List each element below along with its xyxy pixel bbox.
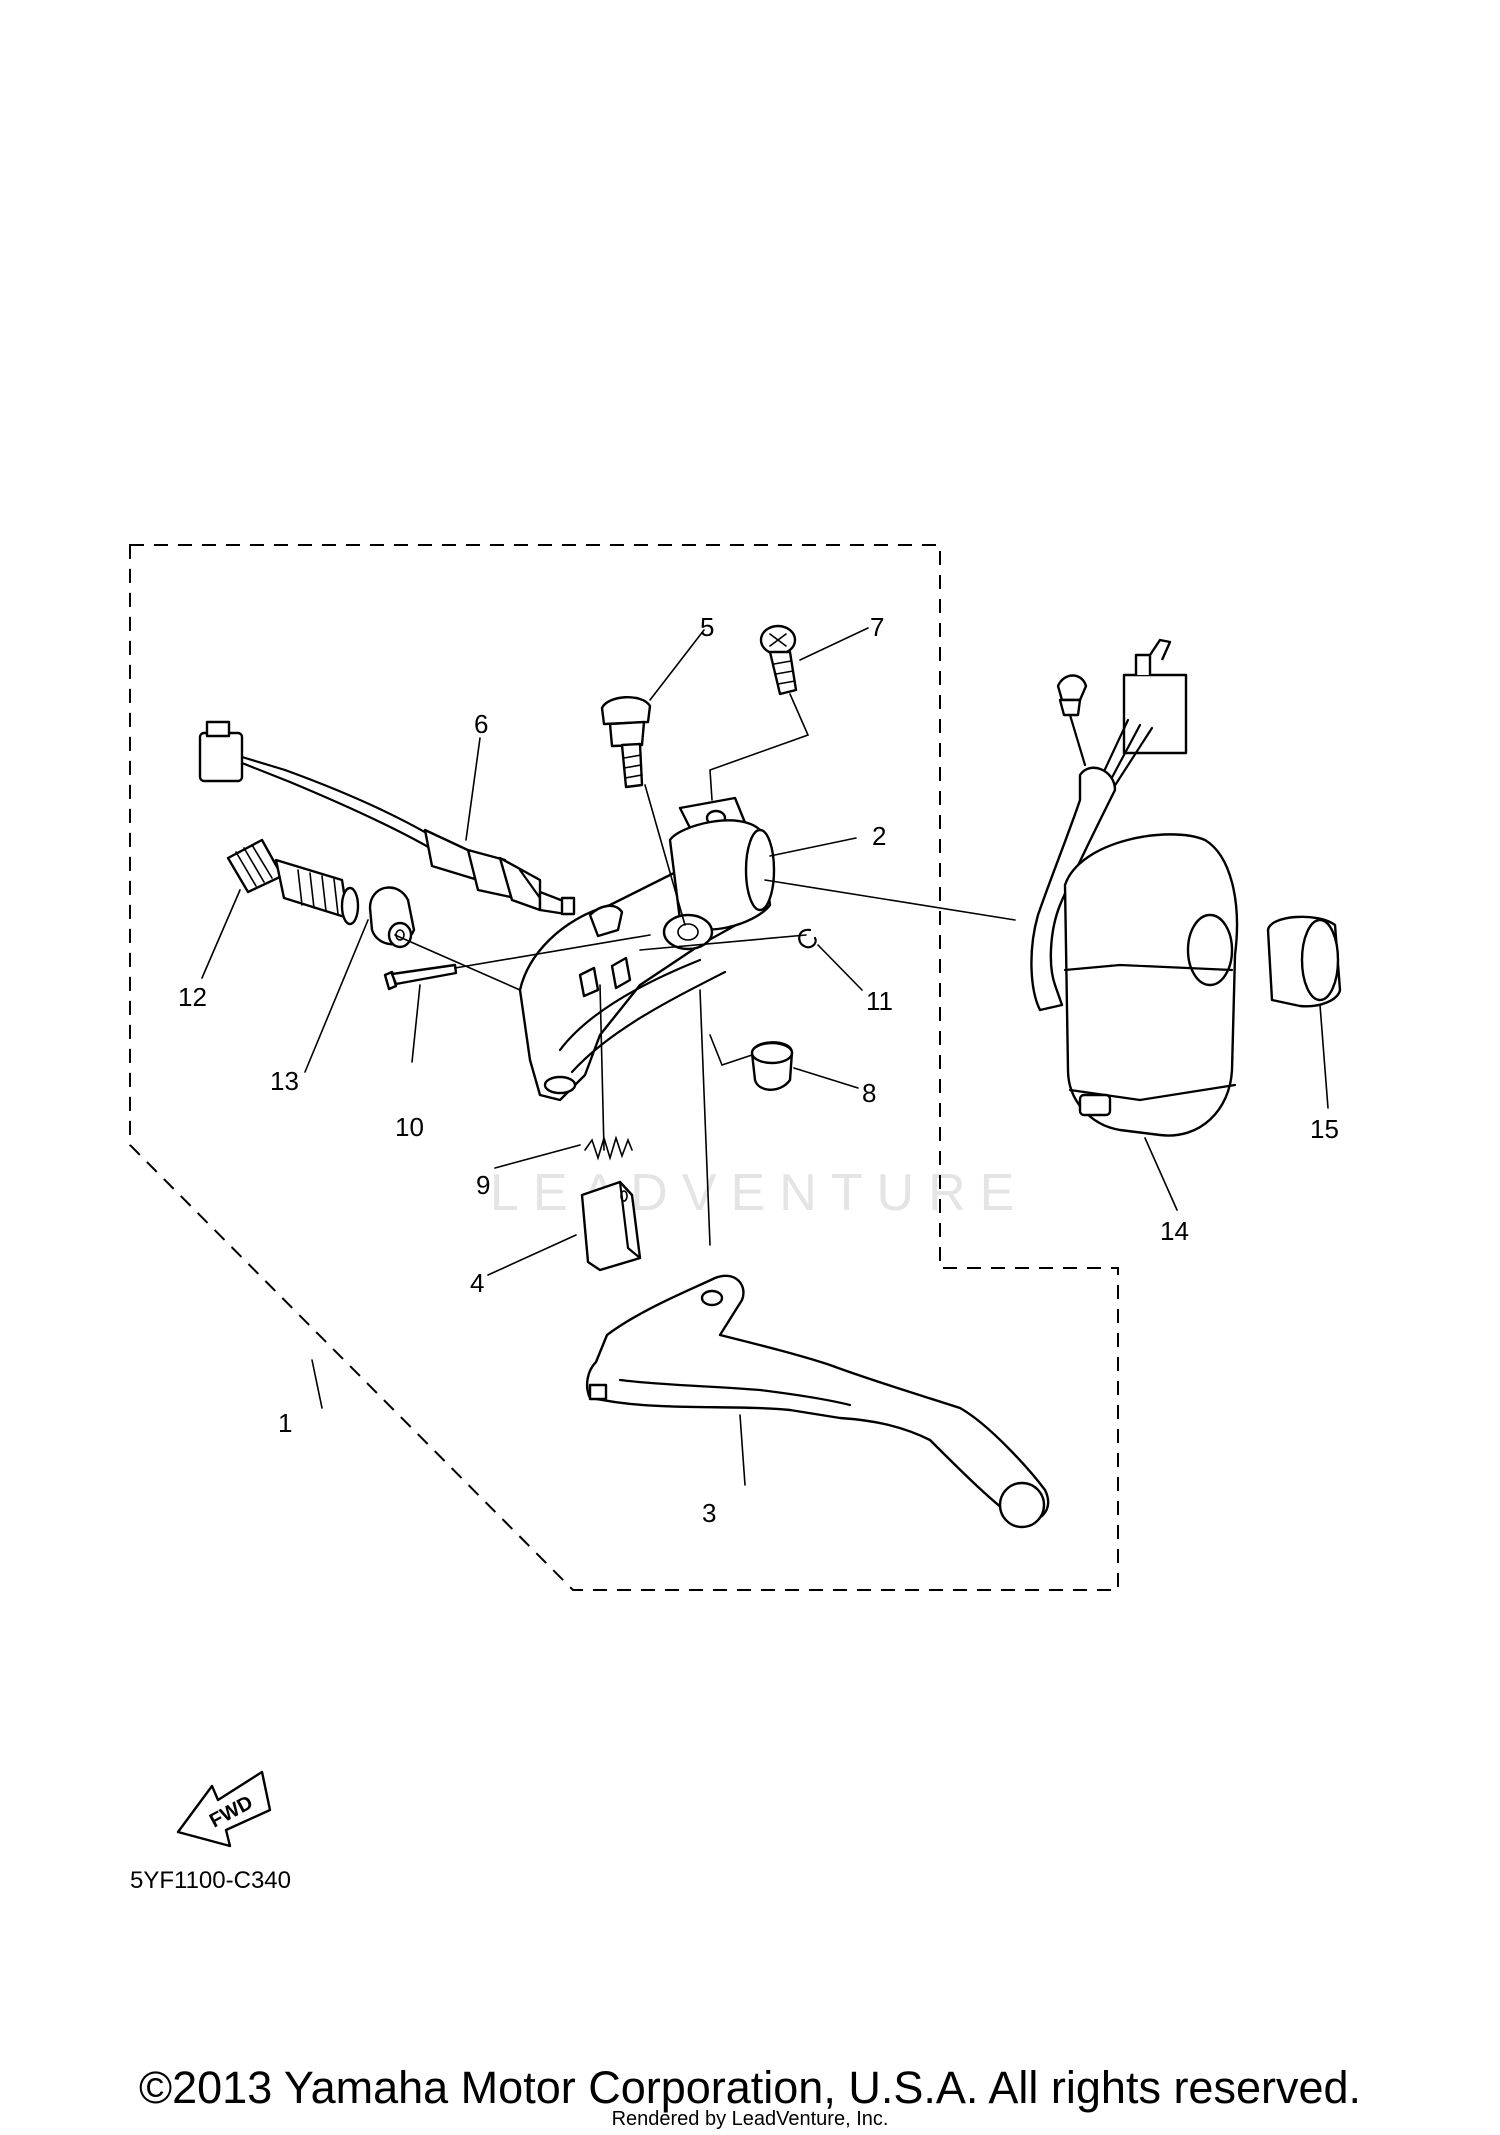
callout-5: 5 [700,612,714,642]
rendered-by-text: Rendered by LeadVenture, Inc. [611,2108,889,2130]
callout-10: 10 [395,1112,424,1142]
diagram-code: 5YF1100-C340 [130,1867,291,1894]
part-11-circlip[interactable] [798,928,817,949]
part-13-locknut[interactable] [368,886,416,949]
callout-8: 8 [862,1078,876,1108]
callout-3: 3 [702,1498,716,1528]
callout-6: 6 [474,709,488,739]
part-5-screw[interactable] [600,696,652,789]
callout-7: 7 [870,612,884,642]
part-9-spring[interactable] [584,1135,633,1161]
assembly-boundary [129,544,1119,1591]
leader-lines [201,627,1329,1486]
callout-15: 15 [1310,1114,1339,1144]
callout-9: 9 [476,1170,490,1200]
callout-numbers: 1 2 3 4 5 6 7 8 9 10 11 12 13 14 15 [178,612,1339,1528]
part-12-adjuster-bolt[interactable] [226,838,360,926]
part-3-lever[interactable] [585,1274,1050,1529]
part-4-dust-cover[interactable] [580,1180,642,1272]
callout-12: 12 [178,982,207,1012]
part-14-handlebar-switch[interactable] [1030,638,1239,1137]
callout-2: 2 [872,821,886,851]
part-15-collar[interactable] [1266,915,1342,1008]
part-2-lever-bracket[interactable] [518,796,776,1102]
callout-11: 11 [866,986,893,1016]
callout-14: 14 [1160,1216,1189,1246]
callout-4: 4 [470,1268,484,1298]
watermark: LEADVENTURE [490,1164,1028,1222]
callout-13: 13 [270,1066,299,1096]
part-10-pivot-bolt[interactable] [383,963,458,991]
part-6-switch-harness[interactable] [198,720,576,916]
part-7-phillips-screw[interactable] [759,624,798,696]
callout-1: 1 [278,1408,292,1438]
part-8-nut[interactable] [750,1041,794,1091]
fwd-arrow-icon: FWD [176,1770,272,1848]
copyright-text: ©2013 Yamaha Motor Corporation, U.S.A. A… [138,2062,1362,2113]
